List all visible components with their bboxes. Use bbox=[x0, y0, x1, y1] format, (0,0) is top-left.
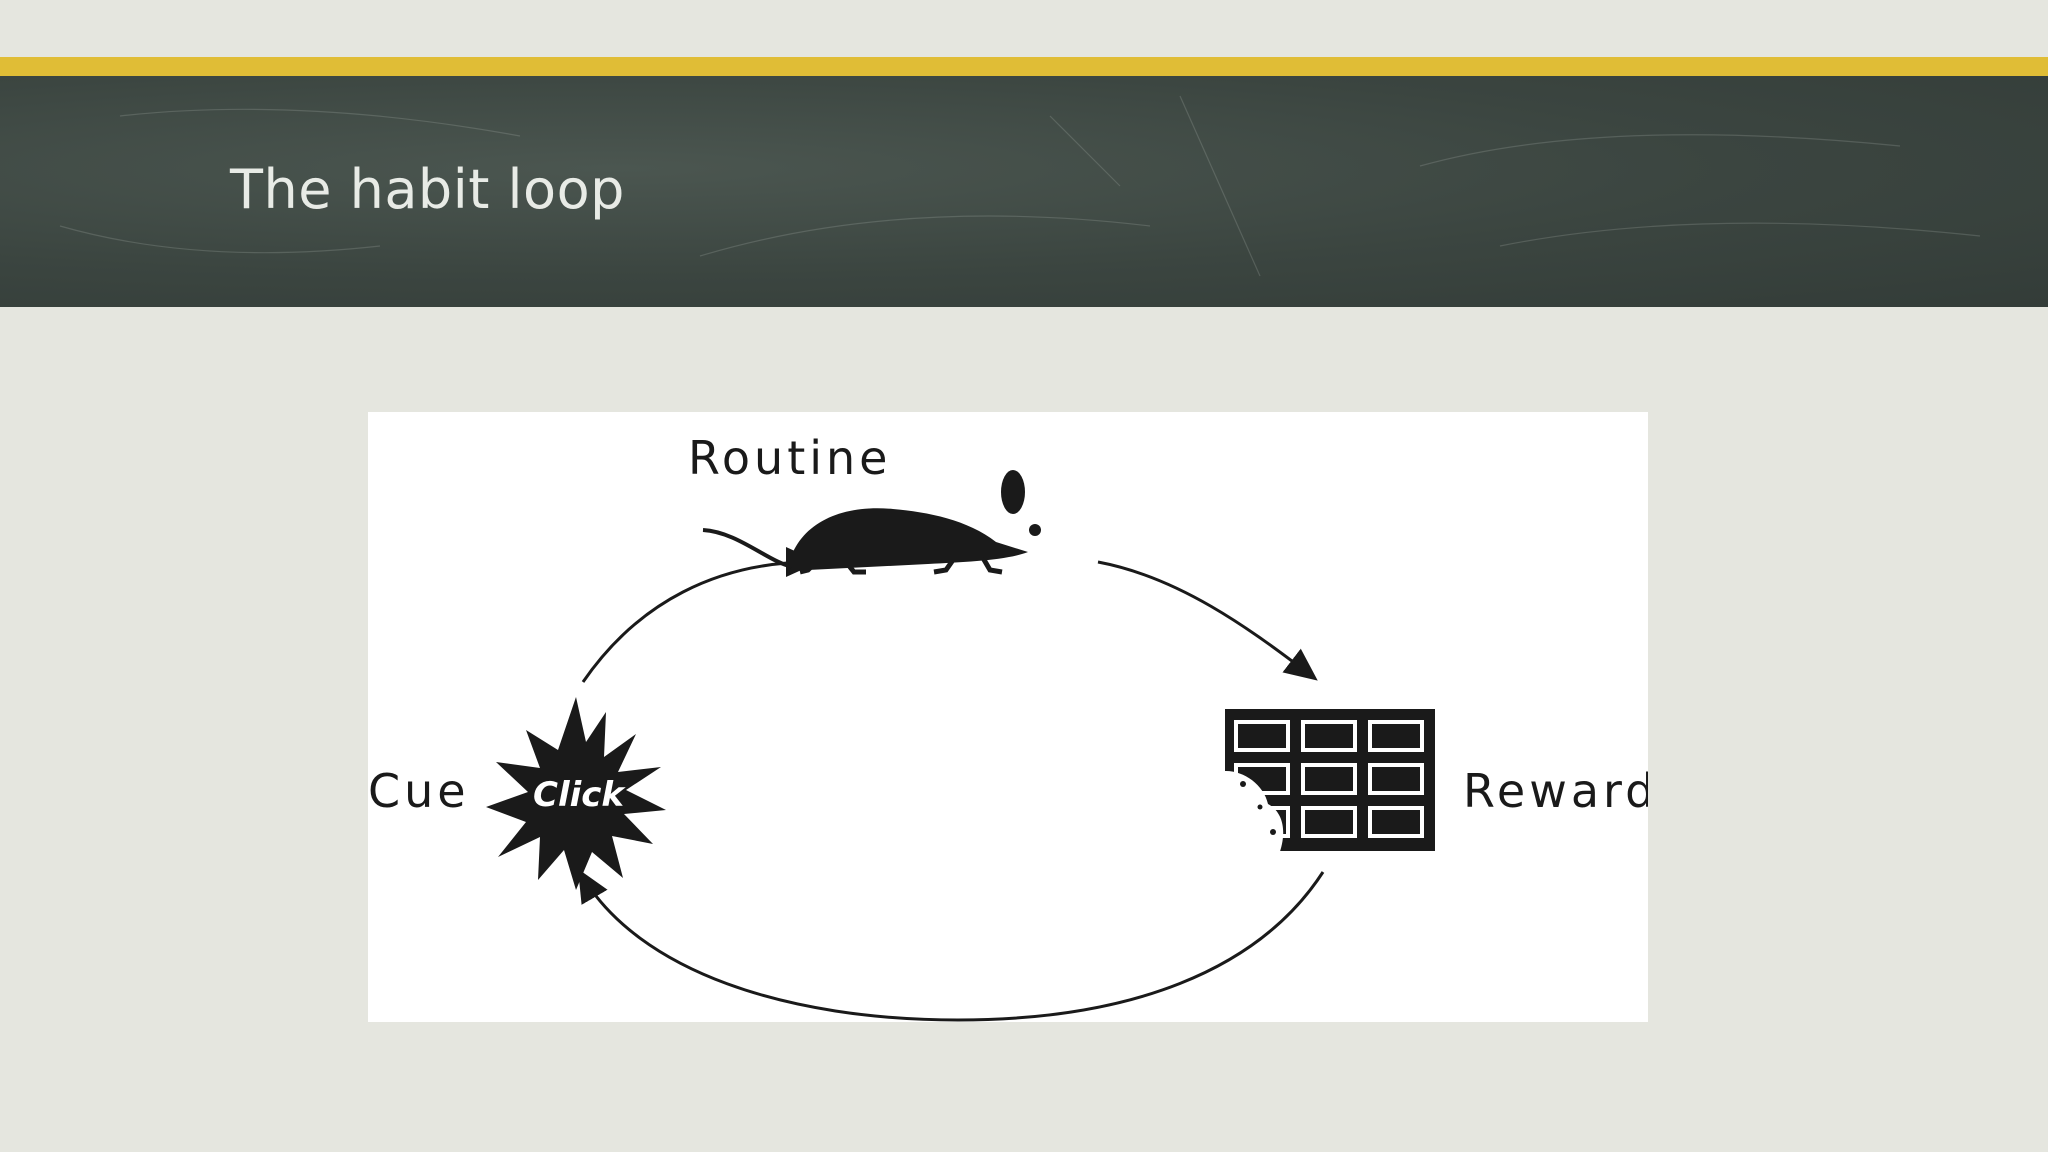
arrow-reward-to-cue bbox=[577, 868, 1325, 1022]
habit-loop-figure: Routine Cue Click bbox=[368, 412, 1648, 1022]
slide-title: The habit loop bbox=[230, 158, 625, 221]
cue-label: Cue bbox=[368, 764, 470, 818]
accent-bar bbox=[0, 57, 2048, 76]
arrow-cue-to-routine bbox=[581, 547, 819, 683]
starburst-text: Click bbox=[533, 775, 626, 815]
arrow-routine-to-reward bbox=[1097, 560, 1318, 681]
bite-mark bbox=[1218, 771, 1284, 857]
chocolate-bar-icon bbox=[1218, 709, 1435, 857]
mouse-icon bbox=[702, 470, 1046, 575]
routine-label: Routine bbox=[688, 431, 891, 485]
starburst-icon: Click bbox=[486, 697, 666, 890]
title-band: The habit loop bbox=[0, 76, 2048, 307]
reward-label: Reward bbox=[1463, 764, 1648, 818]
chalkboard-texture bbox=[59, 95, 1981, 277]
habit-loop-diagram: Routine Cue Click bbox=[368, 431, 1648, 1022]
